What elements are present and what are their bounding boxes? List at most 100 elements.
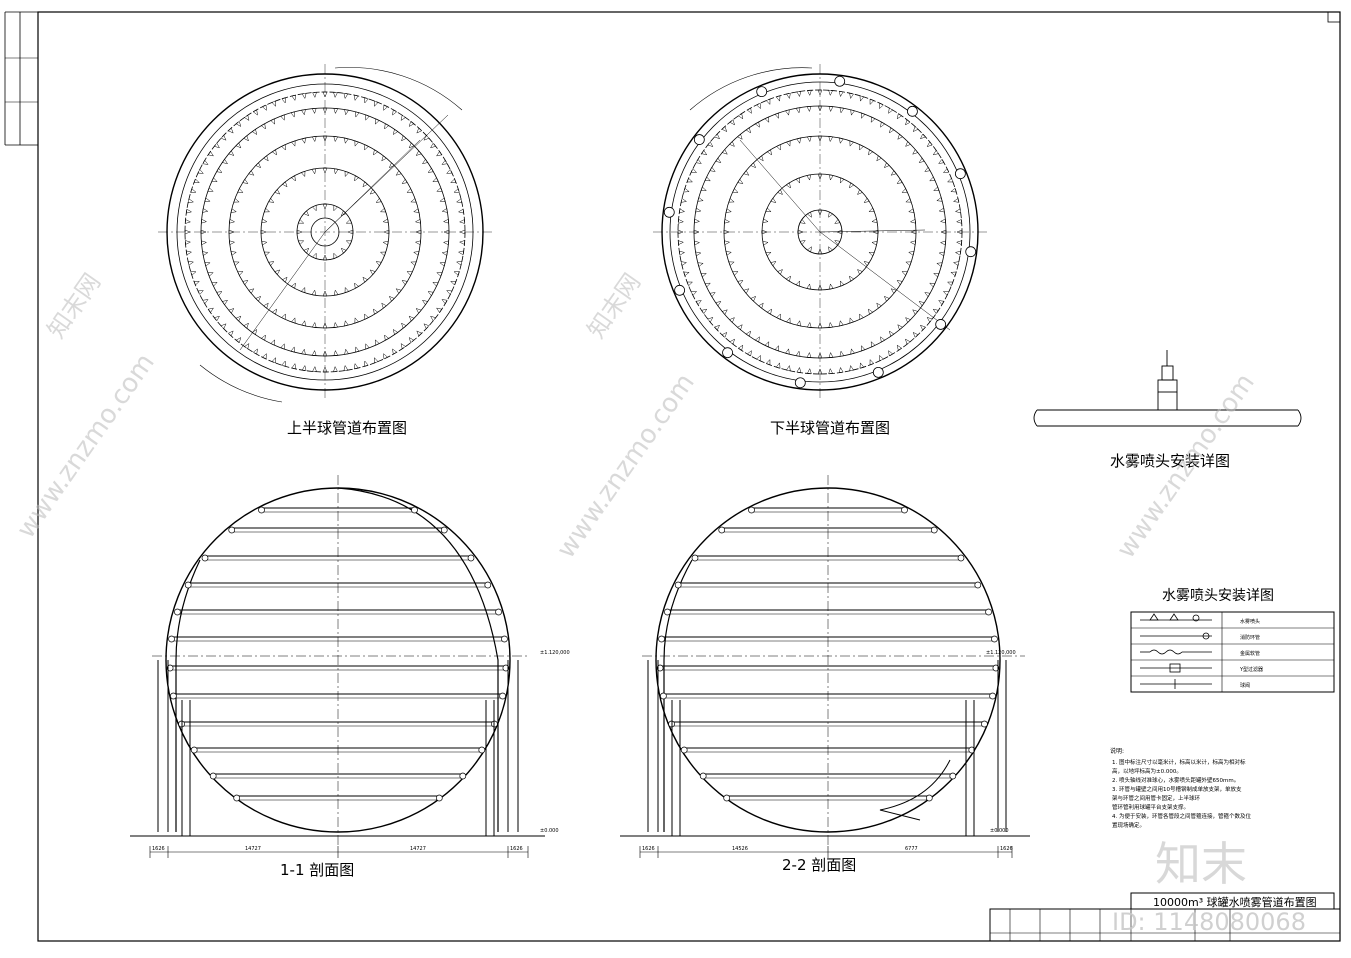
nozzle-mark — [896, 178, 903, 184]
support-leg-mark — [834, 75, 846, 87]
nozzle-mark — [280, 114, 285, 121]
nozzle-mark — [817, 368, 823, 375]
nozzle-mark — [184, 229, 191, 235]
nozzle-mark — [408, 337, 415, 344]
nozzle-mark — [828, 351, 834, 358]
nozzle-mark — [714, 133, 721, 140]
nozzle-mark — [929, 282, 936, 288]
watermark-id: ID: 1148080068 — [1112, 908, 1306, 936]
nozzle-mark — [868, 308, 874, 315]
nozzle-mark — [765, 207, 772, 212]
nozzle-mark — [322, 167, 328, 174]
nozzle-mark — [375, 118, 380, 125]
nozzle-mark — [432, 282, 439, 287]
nozzle-mark — [408, 315, 415, 322]
nozzle-mark — [910, 229, 917, 235]
nozzle-mark — [450, 281, 457, 286]
nozzle-mark — [362, 181, 369, 188]
nozzle-mark — [850, 109, 855, 116]
nozzle-mark — [311, 108, 317, 115]
nozzle-mark — [746, 107, 752, 114]
nozzle-mark — [383, 229, 390, 235]
nozzle-mark — [690, 168, 698, 173]
nozzle-mark — [427, 167, 434, 173]
nozzle-mark — [919, 324, 926, 331]
nozzle-mark — [333, 136, 339, 143]
nozzle-mark — [829, 283, 834, 290]
nozzle-mark — [868, 252, 875, 257]
notes-line: 4. 为便于安装，环管各管段之间管箍连接，管箍个数及位 — [1112, 812, 1251, 820]
pipe-end-mark — [478, 746, 486, 754]
nozzle-mark — [375, 197, 382, 203]
nozzle-mark — [364, 144, 369, 151]
nozzle-mark — [836, 229, 843, 235]
nozzle-mark — [201, 218, 208, 224]
nozzle-mark — [400, 114, 406, 122]
nozzle-mark — [859, 313, 864, 320]
nozzle-mark — [255, 162, 262, 169]
nozzle-mark — [817, 89, 823, 96]
pipe-end-mark — [680, 746, 688, 754]
nozzle-mark — [312, 365, 317, 373]
pipe-end-mark — [166, 664, 174, 672]
nozzle-mark — [392, 348, 398, 355]
nozzle-mark — [446, 290, 453, 295]
nozzle-mark — [354, 140, 360, 147]
nozzle-mark — [455, 198, 463, 204]
legend-label: 金属软管 — [1240, 650, 1260, 657]
nozzle-mark — [274, 269, 281, 276]
nozzle-mark — [435, 151, 443, 157]
nozzle-mark — [918, 157, 925, 163]
nozzle-mark — [221, 158, 229, 165]
nozzle-mark — [799, 240, 806, 246]
nozzle-mark — [297, 219, 305, 224]
nozzle-mark — [374, 100, 379, 107]
nozzle-mark — [263, 302, 269, 309]
nozzle-mark — [235, 120, 242, 127]
nozzle-mark — [344, 286, 350, 294]
elevation-label: ±1.120,000 — [540, 650, 570, 656]
nozzle-mark — [311, 289, 317, 296]
support-leg-mark — [965, 246, 977, 258]
nozzle-mark — [193, 281, 200, 286]
nozzle-mark — [441, 159, 448, 165]
elevation-label: ±0.000 — [990, 828, 1009, 834]
pipe-end-mark — [949, 772, 957, 780]
dimension-label: 14526 — [732, 846, 748, 852]
nozzle-mark — [828, 89, 833, 97]
nozzle-mark — [807, 89, 812, 97]
nozzle-mark — [849, 364, 854, 372]
support-leg-mark — [907, 105, 918, 117]
nozzle-mark — [839, 320, 844, 327]
nozzle-mark — [263, 155, 269, 162]
elevation-label: ±0.000 — [540, 828, 559, 834]
nozzle-mark — [281, 181, 288, 188]
nozzle-mark — [700, 272, 707, 278]
nozzle-mark — [936, 197, 943, 202]
nozzle-mark — [764, 116, 770, 123]
nozzle-mark — [344, 170, 350, 178]
nozzle-mark — [795, 280, 800, 287]
nozzle-mark — [817, 209, 823, 216]
nozzle-mark — [737, 178, 744, 184]
nozzle-mark — [301, 364, 307, 372]
nozzle-mark — [216, 291, 223, 297]
nozzle-mark — [303, 210, 310, 217]
nozzle-mark — [333, 91, 338, 99]
pipe-end-mark — [957, 554, 965, 562]
nozzle-mark — [415, 308, 422, 314]
nozzle-mark — [392, 109, 398, 116]
nozzle-mark — [938, 300, 945, 306]
nozzle-mark — [263, 251, 271, 257]
nozzle-mark — [721, 331, 728, 338]
nozzle-mark — [697, 262, 704, 267]
nozzle-mark — [860, 345, 866, 352]
upper-plan-title: 上半球管道布置图 — [287, 419, 407, 437]
nozzle-mark — [260, 334, 266, 341]
nozzle-mark — [291, 362, 297, 370]
nozzle-mark — [301, 137, 306, 144]
nozzle-mark — [423, 134, 430, 141]
nozzle-mark — [806, 246, 812, 253]
nozzle-mark — [204, 197, 211, 203]
nozzle-mark — [415, 229, 422, 235]
